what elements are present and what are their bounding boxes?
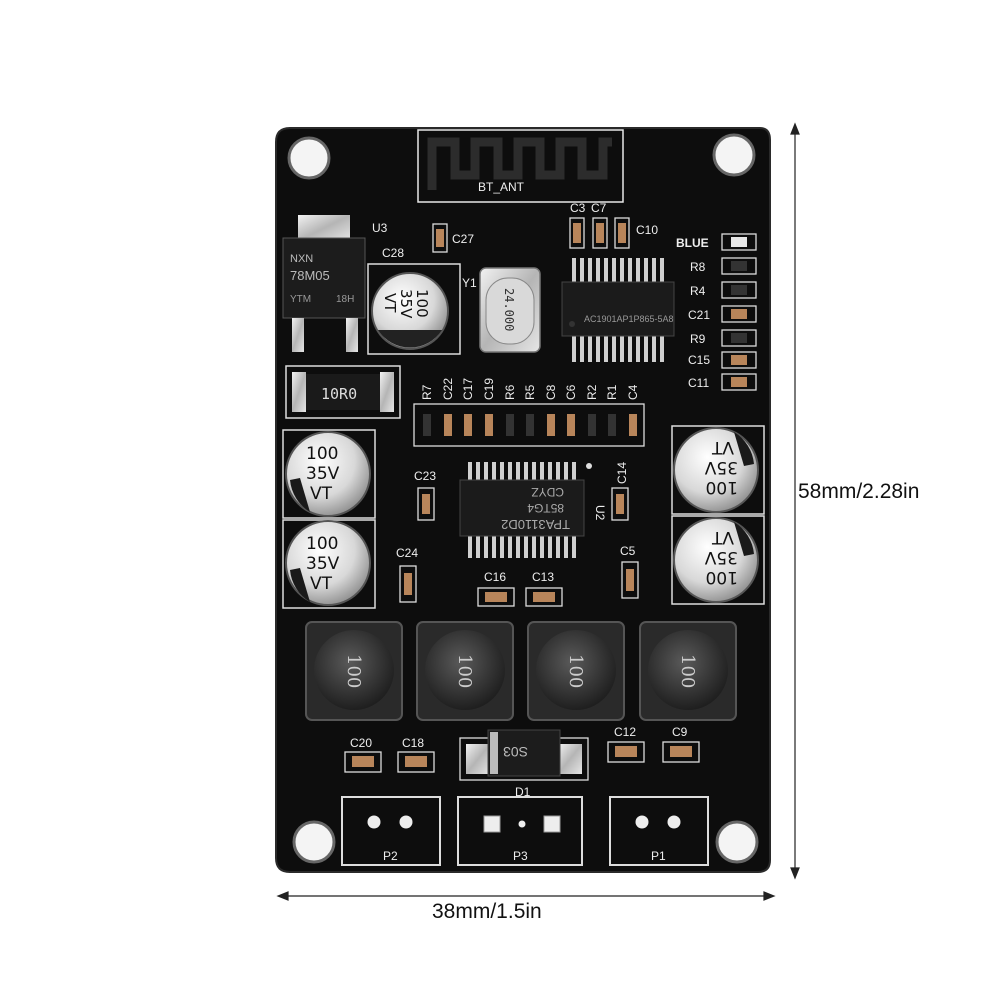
cap-right-1-series: VT <box>711 437 734 457</box>
blue-led-label: BLUE <box>676 236 709 250</box>
c28-label: C28 <box>382 246 404 260</box>
c8-label: C8 <box>544 384 558 400</box>
c28-series: VT <box>381 293 399 313</box>
c28-value: 100 <box>413 289 431 318</box>
p1-label: P1 <box>651 849 666 863</box>
antenna <box>417 129 624 203</box>
cap-right-2-voltage: 35V <box>704 547 738 567</box>
y1-label: Y1 <box>462 276 477 290</box>
p3-label: P3 <box>513 849 528 863</box>
c22-label: C22 <box>441 378 455 400</box>
c23-label: C23 <box>414 469 436 483</box>
cap-left-1-voltage: 35V <box>306 464 340 484</box>
regulator-marking-1: NXN <box>290 253 313 265</box>
height-dimension-label: 58mm/2.28in <box>798 480 920 503</box>
inductor-4-value: 100 <box>677 654 698 688</box>
crystal-y1 <box>479 267 541 353</box>
amp-marking-1: TPA3110D2 <box>501 517 570 532</box>
c21-label: C21 <box>688 308 710 322</box>
bt-chip-marking: AC1901AP1P865-5A8 <box>584 314 674 324</box>
amp-marking-3: CDYZ <box>531 485 564 499</box>
c18-label: C18 <box>402 736 424 750</box>
c10-label: C10 <box>636 223 658 237</box>
dimension-lines <box>276 122 800 901</box>
smd-mid-caps <box>399 487 639 607</box>
c9-label: C9 <box>672 725 688 739</box>
resistor-10r0-marking: 10R0 <box>321 385 357 403</box>
width-dimension-label: 38mm/1.5in <box>432 900 542 923</box>
c4-label: C4 <box>626 384 640 400</box>
smd-bottom-caps <box>344 741 700 773</box>
r4-label: R4 <box>690 284 706 298</box>
smd-c3-c7-c10 <box>569 217 630 249</box>
cap-left-2-voltage: 35V <box>306 554 340 574</box>
capacitor-c28 <box>367 263 461 355</box>
c27-label: C27 <box>452 232 474 246</box>
cap-right-2-series: VT <box>711 527 734 547</box>
smd-row <box>413 403 645 447</box>
d1-label: D1 <box>515 785 531 799</box>
c13-label: C13 <box>532 570 554 584</box>
cap-left-2-value: 100 <box>306 534 338 554</box>
r8-label: R8 <box>690 260 706 274</box>
cap-left-2-series: VT <box>310 574 333 594</box>
r7-label: R7 <box>420 384 434 400</box>
capacitors-large <box>282 425 765 609</box>
u2-label: U2 <box>593 505 607 521</box>
c24-label: C24 <box>396 546 418 560</box>
cap-right-1-voltage: 35V <box>704 457 738 477</box>
voltage-regulator <box>282 215 366 352</box>
smd-row-labels: R7 C22 C17 C19 R6 R5 C8 C6 R2 R1 C4 <box>420 378 640 400</box>
regulator-marking-3: YTM <box>290 294 311 305</box>
r2-label: R2 <box>585 384 599 400</box>
bluetooth-chip <box>561 258 675 362</box>
u3-label: U3 <box>372 221 388 235</box>
regulator-marking-4: 18H <box>336 294 354 305</box>
diode-d1 <box>459 729 589 781</box>
r1-label: R1 <box>605 384 619 400</box>
c15-label: C15 <box>688 353 710 367</box>
diode-marking: S03 <box>503 744 528 760</box>
smd-c27 <box>432 223 448 253</box>
c12-label: C12 <box>614 725 636 739</box>
right-column-chips <box>731 237 747 387</box>
p2-label: P2 <box>383 849 398 863</box>
r5-label: R5 <box>523 384 537 400</box>
inductor-1-value: 100 <box>343 654 364 688</box>
r6-label: R6 <box>503 384 517 400</box>
c7-label: C7 <box>591 201 607 215</box>
inductor-3-value: 100 <box>565 654 586 688</box>
c19-label: C19 <box>482 378 496 400</box>
resistor-10r0 <box>285 365 401 419</box>
cap-right-1-value: 100 <box>706 477 738 497</box>
c14-label: C14 <box>615 462 629 484</box>
amp-marking-2: 85TG4 <box>527 501 564 515</box>
c11-label: C11 <box>688 376 709 390</box>
amplifier-chip <box>459 462 592 558</box>
c16-label: C16 <box>484 570 506 584</box>
c6-label: C6 <box>564 384 578 400</box>
inductors <box>305 621 737 721</box>
c5-label: C5 <box>620 544 636 558</box>
c20-label: C20 <box>350 736 372 750</box>
mounting-holes <box>287 133 759 864</box>
r9-label: R9 <box>690 332 706 346</box>
connectors <box>341 796 709 866</box>
antenna-label: BT_ANT <box>478 180 525 194</box>
c17-label: C17 <box>461 378 475 400</box>
crystal-value: 24.000 <box>502 288 516 331</box>
cap-left-1-series: VT <box>310 484 333 504</box>
inductor-2-value: 100 <box>454 654 475 688</box>
c28-voltage: 35V <box>397 289 415 319</box>
regulator-marking-2: 78M05 <box>290 268 330 283</box>
right-column-parts <box>721 233 757 391</box>
c3-label: C3 <box>570 201 586 215</box>
cap-left-1-value: 100 <box>306 444 338 464</box>
cap-right-2-value: 100 <box>706 567 738 587</box>
